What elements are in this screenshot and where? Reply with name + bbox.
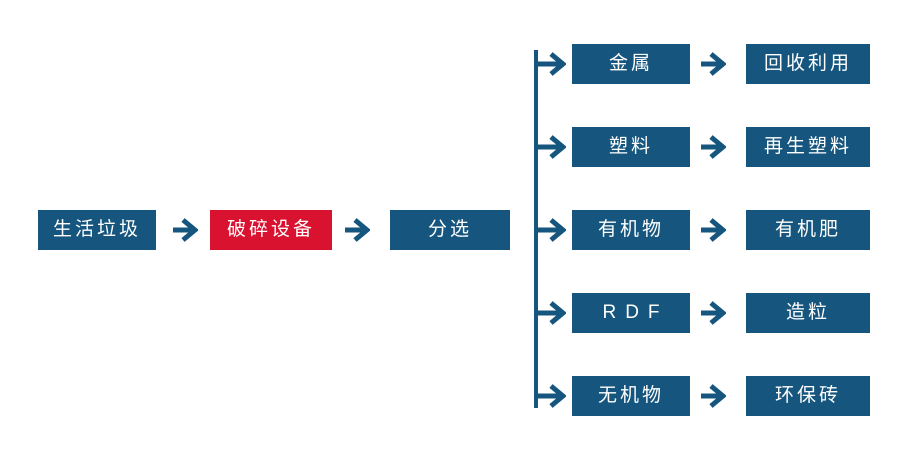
node-inorganic-matter: 无机物 xyxy=(572,376,690,416)
node-recycled-plastic: 再生塑料 xyxy=(746,127,870,167)
node-crushing-equipment: 破碎设备 xyxy=(210,210,332,250)
branch-arrow-icon xyxy=(534,383,566,409)
arrow-right-icon xyxy=(700,217,726,243)
node-metal: 金属 xyxy=(572,44,690,84)
node-organic-fertilizer: 有机肥 xyxy=(746,210,870,250)
arrow-right-icon xyxy=(344,217,370,243)
arrow-right-icon xyxy=(700,383,726,409)
arrow-right-icon xyxy=(700,51,726,77)
node-eco-brick: 环保砖 xyxy=(746,376,870,416)
branch-arrow-icon xyxy=(534,51,566,77)
node-granulation: 造粒 xyxy=(746,293,870,333)
node-organic-matter: 有机物 xyxy=(572,210,690,250)
node-plastic: 塑料 xyxy=(572,127,690,167)
branch-arrow-icon xyxy=(534,134,566,160)
branch-arrow-icon xyxy=(534,300,566,326)
node-recycling: 回收利用 xyxy=(746,44,870,84)
node-sorting: 分选 xyxy=(390,210,510,250)
arrow-right-icon xyxy=(172,217,198,243)
node-rdf: RDF xyxy=(572,293,690,333)
branch-arrow-icon xyxy=(534,217,566,243)
arrow-right-icon xyxy=(700,300,726,326)
node-household-waste: 生活垃圾 xyxy=(38,210,156,250)
arrow-right-icon xyxy=(700,134,726,160)
